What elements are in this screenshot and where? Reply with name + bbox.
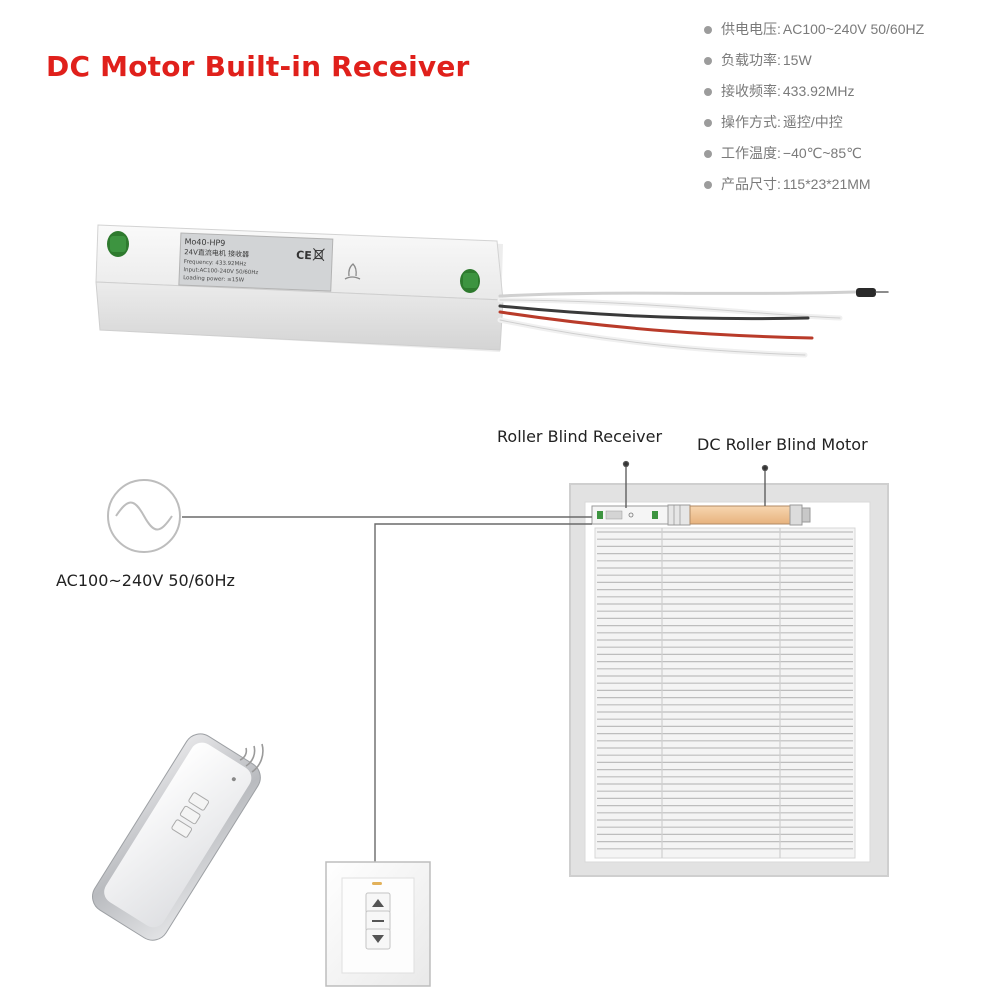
device-label-sticker: Mo40-HP9 24V直流电机 接收器 Frequency: 433.92MH…	[178, 232, 334, 292]
antenna-tip	[856, 288, 876, 297]
page-title: DC Motor Built-in Receiver	[46, 50, 470, 83]
svg-text:Frequency: 433.92MHz: Frequency: 433.92MHz	[184, 259, 247, 268]
spec-value: AC100~240V 50/60HZ	[782, 21, 925, 37]
spec-value: 115*23*21MM	[782, 176, 871, 192]
spec-value: −40℃~85℃	[782, 145, 862, 161]
spec-item-size: 产品尺寸:115*23*21MM	[704, 169, 924, 200]
power-label: AC100~240V 50/60Hz	[56, 571, 235, 590]
spec-item-temperature: 工作温度:−40℃~85℃	[704, 138, 924, 169]
spec-item-power: 负载功率:15W	[704, 45, 924, 76]
ac-power-source-icon	[107, 479, 181, 553]
remote-control	[92, 733, 264, 941]
svg-text:Input:AC100-240V 50/60Hz: Input:AC100-240V 50/60Hz	[183, 267, 258, 276]
svg-text:24V直流电机 接收器: 24V直流电机 接收器	[184, 247, 249, 259]
receiver-device: Mo40-HP9 24V直流电机 接收器 Frequency: 433.92MH…	[95, 224, 889, 358]
spec-label: 接收频率	[721, 83, 777, 99]
bullet-icon	[704, 56, 712, 65]
motor-label: DC Roller Blind Motor	[697, 435, 868, 454]
blind-slats	[594, 527, 856, 859]
dc-roller-blind-motor	[667, 504, 811, 526]
recycle-bin-icon	[312, 248, 325, 262]
spec-value: 15W	[782, 52, 812, 68]
spec-list: 供电电压:AC100~240V 50/60HZ 负载功率:15W 接收频率:43…	[704, 14, 924, 200]
wiring-lines	[182, 516, 592, 868]
window-frame	[569, 483, 889, 877]
spec-value: 遥控/中控	[782, 114, 843, 130]
roller-blind-receiver	[591, 505, 671, 525]
callout-lines	[622, 460, 769, 508]
spec-value: 433.92MHz	[782, 83, 855, 99]
svg-text:Mo40-HP9: Mo40-HP9	[184, 237, 225, 248]
spec-item-frequency: 接收频率:433.92MHz	[704, 76, 924, 107]
arrow-down-icon	[372, 935, 384, 943]
ce-mark: CE	[296, 249, 312, 263]
signal-waves-icon	[239, 743, 264, 773]
bullet-icon	[704, 87, 712, 96]
spec-label: 供电电压	[721, 21, 777, 37]
spec-item-operation: 操作方式:遥控/中控	[704, 107, 924, 138]
receiver-label: Roller Blind Receiver	[497, 427, 662, 446]
wall-switch	[325, 861, 431, 987]
remote-down-button	[171, 819, 193, 838]
bullet-icon	[704, 118, 712, 127]
remote-stop-button	[179, 805, 201, 825]
spec-label: 产品尺寸	[721, 176, 777, 192]
output-wires	[497, 288, 889, 358]
stop-icon	[372, 920, 384, 922]
bullet-icon	[704, 149, 712, 158]
arrow-up-icon	[372, 899, 384, 907]
spec-label: 工作温度	[721, 145, 777, 161]
spec-label: 操作方式	[721, 114, 777, 130]
spec-item-voltage: 供电电压:AC100~240V 50/60HZ	[704, 14, 924, 45]
svg-text:Loading power: ≤15W: Loading power: ≤15W	[183, 275, 245, 283]
remote-up-button	[188, 792, 209, 811]
bullet-icon	[704, 25, 712, 34]
spec-label: 负载功率	[721, 52, 777, 68]
bullet-icon	[704, 180, 712, 189]
learn-button-icon	[344, 263, 361, 280]
